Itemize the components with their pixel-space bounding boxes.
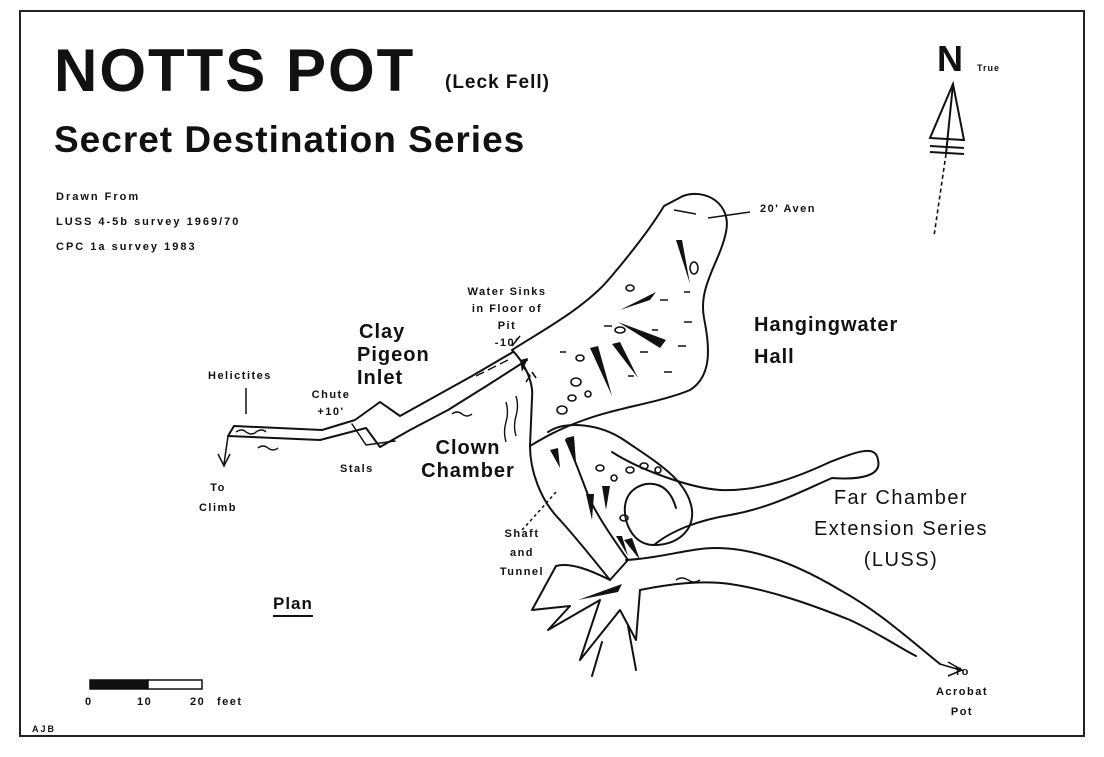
- clay-pigeon-inlet-passage: [227, 351, 528, 448]
- map-title-location: (Leck Fell): [445, 72, 550, 93]
- author-initials: AJB: [32, 724, 57, 734]
- clown-chamber-outline: [547, 424, 694, 546]
- hangingwater-hall-outline: [511, 192, 728, 447]
- slope-marker: [620, 292, 656, 310]
- scale-bar-graphic: [89, 679, 203, 690]
- label-to-climb: To Climb: [198, 482, 238, 514]
- credit-line: LUSS 4-5b survey 1969/70: [56, 216, 241, 228]
- label-to-acrobat-pot: To Acrobat Pot: [935, 666, 989, 718]
- slope-marker: [612, 342, 638, 378]
- scale-tick-10: 10: [137, 696, 153, 708]
- label-clay-pigeon-inlet: Clay Pigeon Inlet: [357, 321, 430, 389]
- map-subtitle: Secret Destination Series: [54, 119, 526, 160]
- scale-unit: feet: [217, 696, 243, 708]
- label-water-sinks: Water Sinks in Floor of Pit -10': [467, 286, 547, 349]
- north-true-note: True: [977, 63, 1001, 73]
- label-helictites: Helictites: [208, 370, 272, 382]
- label-clown-chamber: Clown Chamber: [421, 437, 515, 482]
- label-stals: Stals: [340, 463, 374, 475]
- label-far-chamber-extension: Far Chamber Extension Series (LUSS): [813, 487, 989, 571]
- slope-marker: [590, 346, 612, 396]
- label-hangingwater-hall: Hangingwater Hall: [754, 314, 899, 368]
- water-sinks-leader: [511, 335, 521, 347]
- slope-marker: [618, 322, 666, 348]
- lower-passage-to-acrobat-pot: [625, 547, 941, 665]
- credit-line: Drawn From: [56, 191, 141, 203]
- far-chamber-extension-passage: [611, 449, 880, 546]
- scale-tick-20: 20: [190, 696, 206, 708]
- map-frame: [19, 10, 1085, 737]
- aven-leader: [707, 211, 751, 219]
- slope-marker: [578, 584, 622, 600]
- slope-marker: [566, 436, 576, 462]
- slope-marker: [550, 448, 560, 468]
- lower-arms-outline: [531, 564, 641, 661]
- to-climb-arrow: [223, 435, 229, 465]
- slope-marker: [602, 486, 610, 510]
- scale-tick-0: 0: [85, 696, 93, 708]
- to-acrobat-pot-arrow: [939, 663, 961, 671]
- north-letter: N: [937, 38, 963, 79]
- slope-marker: [616, 536, 628, 556]
- slope-marker: [624, 538, 640, 560]
- label-aven: 20' Aven: [760, 203, 816, 215]
- slope-marker: [586, 494, 594, 520]
- label-chute: Chute +10': [311, 389, 351, 418]
- label-shaft-and-tunnel: Shaft and Tunnel: [499, 528, 545, 578]
- slope-marker: [520, 358, 528, 372]
- credit-line: CPC 1a survey 1983: [56, 241, 197, 253]
- shaft-tunnel-leader: [521, 491, 557, 531]
- map-title: NOTTS POT: [54, 37, 416, 104]
- north-arrow-icon: [928, 80, 966, 237]
- slope-marker: [676, 240, 690, 284]
- plan-label: Plan: [273, 594, 313, 617]
